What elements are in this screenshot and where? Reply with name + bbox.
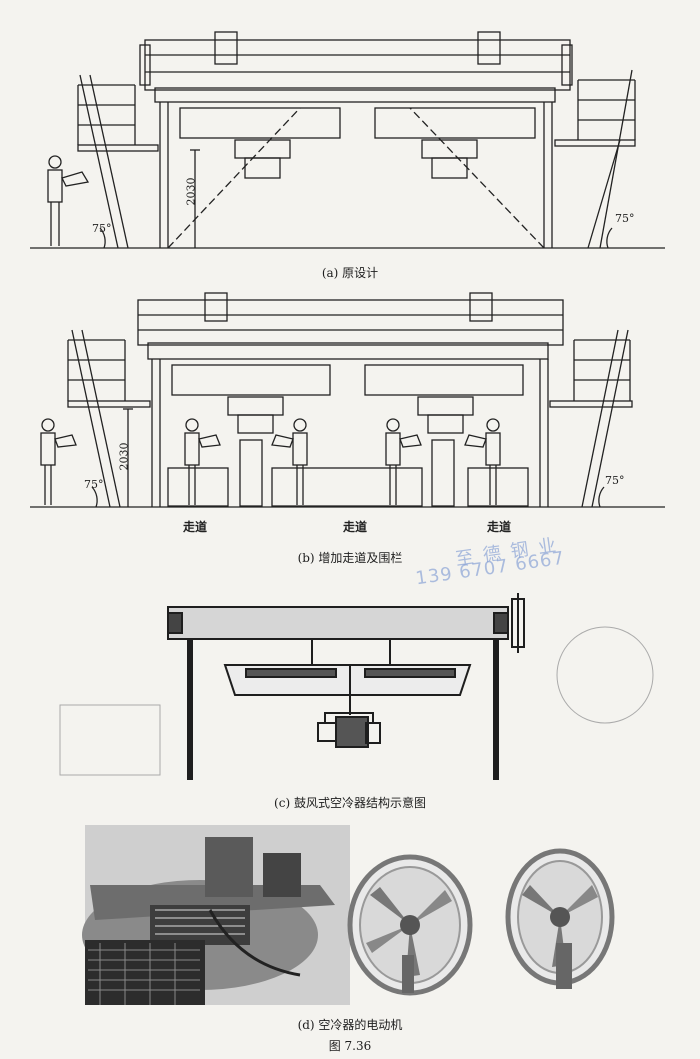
figure-number: 图 7.36 <box>328 1039 372 1053</box>
figure-c-drawing <box>0 585 700 785</box>
dimension-label-b: 2030 <box>117 442 131 471</box>
axial-fan-photo-1 <box>347 854 473 996</box>
figure-b-drawing <box>0 285 700 515</box>
dimension-label-a: 2030 <box>184 177 198 206</box>
figure-a-drawing <box>0 0 700 260</box>
caption-d: (d) 空冷器的电动机 <box>297 1018 403 1032</box>
air-cooler-photo <box>82 825 350 1005</box>
walkway-label-center: 走道 <box>343 520 368 534</box>
caption-a: (a) 原设计 <box>321 266 379 280</box>
walkway-label-right: 走道 <box>487 520 512 534</box>
figure-d-photos <box>0 825 700 1010</box>
walkway-label-left: 走道 <box>183 520 208 534</box>
angle-label-a-left: 75° <box>92 222 112 235</box>
caption-b: (b) 增加走道及围栏 <box>297 551 403 565</box>
angle-label-b-left: 75° <box>84 478 104 491</box>
axial-fan-photo-2 <box>505 848 615 989</box>
angle-label-a-right: 75° <box>615 212 635 225</box>
caption-c: (c) 鼓风式空冷器结构示意图 <box>274 796 426 810</box>
angle-label-b-right: 75° <box>605 474 625 487</box>
